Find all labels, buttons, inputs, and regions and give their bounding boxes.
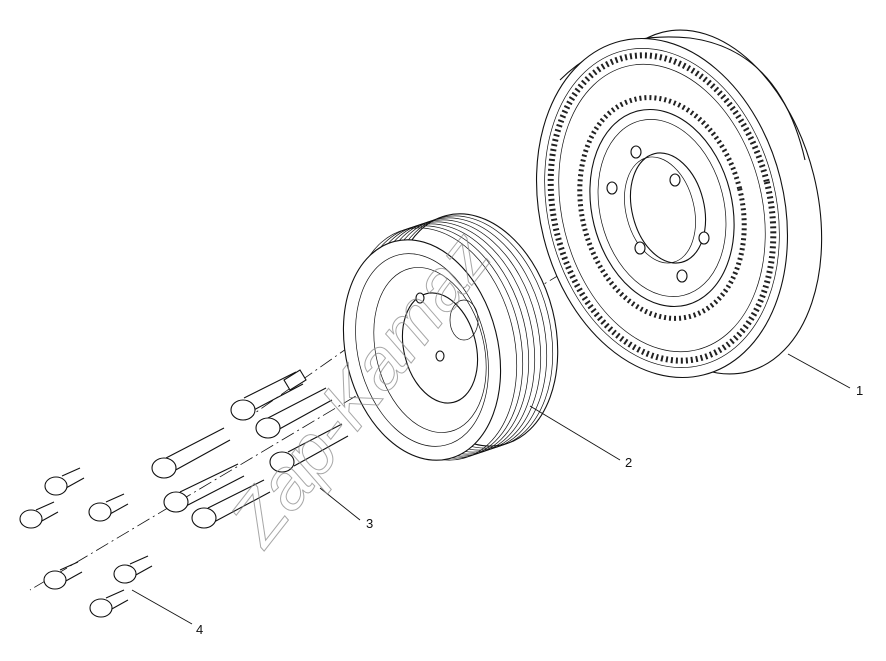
short-bolt — [113, 555, 153, 584]
short-bolt — [43, 561, 83, 590]
long-bolt — [191, 479, 271, 529]
short-bolt — [88, 493, 129, 522]
callout-4: 4 — [196, 622, 203, 637]
long-bolt — [269, 423, 349, 473]
short-bolts — [19, 467, 153, 618]
short-bolt — [89, 589, 129, 618]
crankshaft-pulley — [342, 213, 559, 461]
long-bolt — [163, 463, 245, 513]
callout-1: 1 — [856, 383, 863, 398]
short-bolt — [19, 501, 59, 529]
short-bolt — [44, 467, 85, 496]
long-bolt — [151, 427, 231, 479]
long-bolt — [255, 387, 333, 439]
long-bolts — [151, 369, 349, 529]
long-bolt — [230, 369, 307, 421]
leader-lines — [131, 353, 851, 625]
callout-3: 3 — [366, 516, 373, 531]
callout-2: 2 — [625, 455, 632, 470]
vibration-damper — [535, 29, 823, 379]
